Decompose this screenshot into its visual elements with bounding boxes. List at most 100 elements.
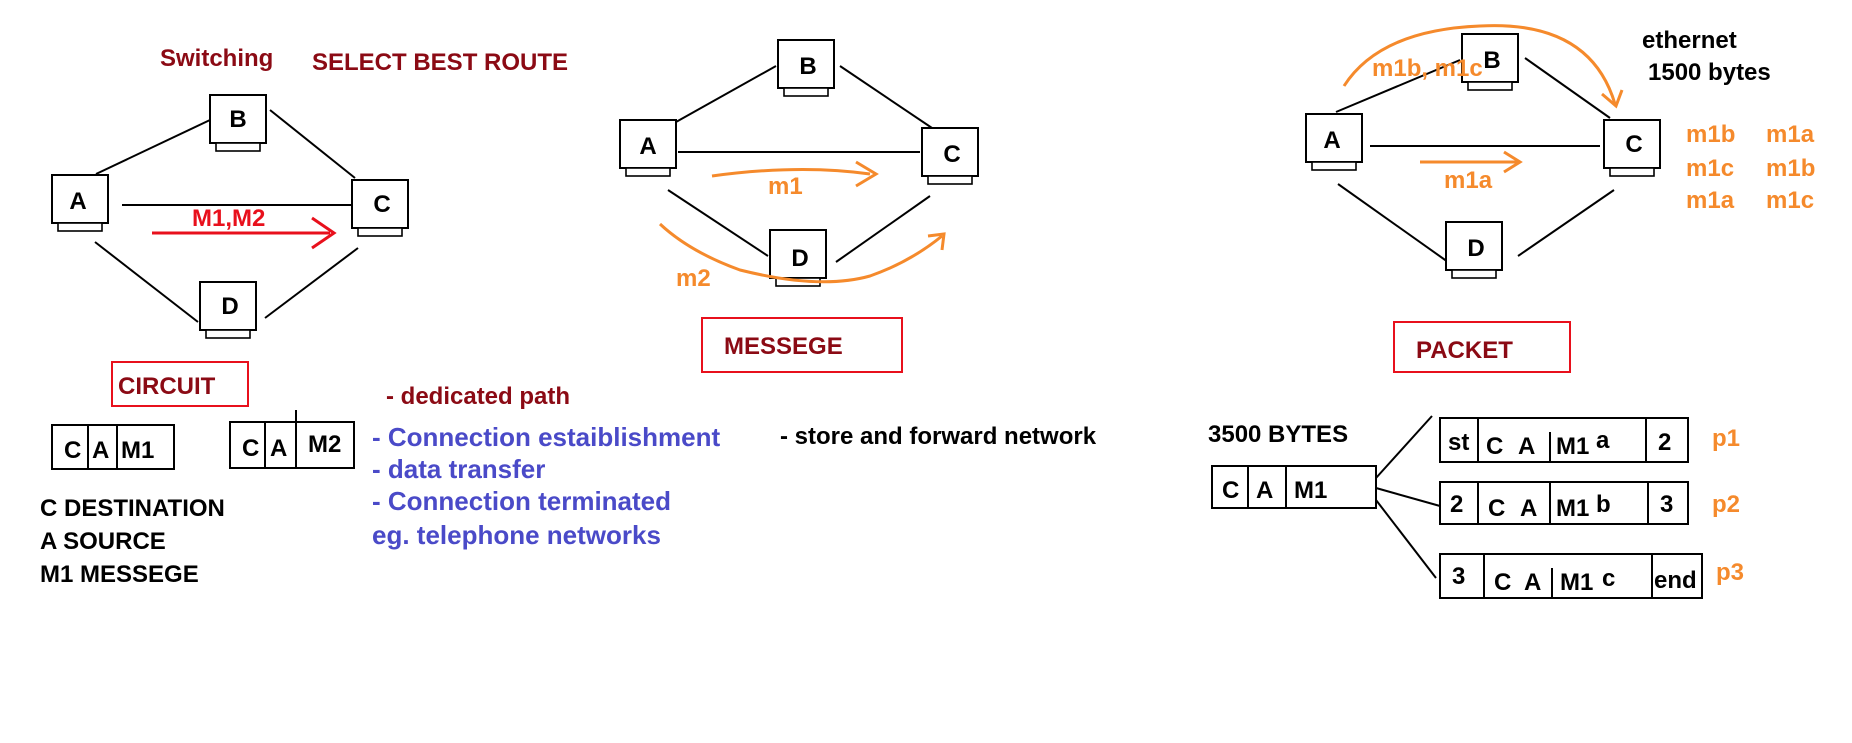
- note-telephone-networks: eg. telephone networks: [372, 520, 661, 550]
- field-c: C: [1486, 433, 1503, 460]
- packet-name: p2: [1712, 491, 1740, 518]
- field-m: M1: [1556, 433, 1589, 460]
- circuit-box: [111, 361, 249, 407]
- circuit-node-b: B: [209, 94, 267, 152]
- circuit-node-d: D: [199, 281, 257, 339]
- circuit-node-c: C: [351, 179, 409, 237]
- message-section: B A C D m1 m2 MESSEGE - store and forwar…: [619, 39, 1097, 450]
- field-c: C: [242, 435, 259, 462]
- node-label: B: [799, 53, 816, 80]
- message-m1-label: m1: [768, 173, 803, 200]
- circuit-box-label: CIRCUIT: [118, 373, 216, 400]
- packet-mid-arrow-label: m1a: [1444, 167, 1493, 194]
- packet-p3: 3 C A M1 c end p3: [1439, 553, 1744, 599]
- message-m2-label: m2: [676, 265, 711, 292]
- packet-head: st: [1448, 429, 1469, 456]
- message-node-a: A: [619, 119, 677, 177]
- packet-tail: 2: [1658, 429, 1671, 456]
- packet-edges: [1335, 57, 1615, 263]
- field-m: M1: [1556, 495, 1589, 522]
- field-c: C: [64, 437, 81, 464]
- field-a: A: [1256, 477, 1273, 504]
- packet-box: [1393, 321, 1571, 373]
- packet-size-label: 3500 BYTES: [1208, 421, 1348, 448]
- field-c: C: [1494, 569, 1511, 596]
- message-box-label: MESSEGE: [724, 333, 843, 360]
- order-cell: m1a: [1766, 121, 1815, 148]
- packet-node-b: B: [1461, 33, 1519, 91]
- circuit-node-a: A: [51, 174, 109, 232]
- ethernet-size-label: 1500 bytes: [1648, 59, 1771, 86]
- field-m: M1: [1560, 569, 1593, 596]
- node-label: C: [943, 141, 960, 168]
- packet-tail: 3: [1660, 491, 1673, 518]
- packet-order-table: m1b m1a m1c m1b m1a m1c: [1686, 121, 1815, 214]
- node-label: A: [639, 133, 656, 160]
- ethernet-label: ethernet: [1642, 27, 1737, 54]
- circuit-edges: [94, 109, 359, 323]
- message-arrow-m2: [658, 222, 946, 284]
- circuit-section: Switching SELECT BEST ROUTE B A C D: [40, 45, 720, 588]
- field-m: M2: [308, 431, 341, 458]
- order-cell: m1b: [1766, 155, 1815, 182]
- node-label: A: [1323, 127, 1340, 154]
- packet-tail: end: [1654, 567, 1697, 594]
- field-c: C: [1222, 477, 1239, 504]
- circuit-message-m2: C A M2: [229, 410, 355, 469]
- note-dedicated-path: - dedicated path: [386, 383, 570, 410]
- packet-head: 2: [1450, 491, 1463, 518]
- field-a: A: [1524, 569, 1541, 596]
- circuit-heading-switching: Switching: [160, 45, 273, 72]
- message-node-c: C: [921, 127, 979, 185]
- legend-destination: C DESTINATION: [40, 495, 225, 522]
- node-label: A: [69, 188, 86, 215]
- order-cell: m1a: [1686, 187, 1735, 214]
- packet-name: p1: [1712, 425, 1740, 452]
- field-c: C: [1488, 495, 1505, 522]
- packet-node-d: D: [1445, 221, 1503, 279]
- circuit-heading-best-route: SELECT BEST ROUTE: [312, 49, 568, 76]
- field-m: M1: [1294, 477, 1327, 504]
- message-box: [701, 317, 903, 373]
- message-edges: [667, 65, 933, 263]
- node-label: B: [229, 106, 246, 133]
- message-arrow-m1: [711, 160, 879, 188]
- order-cell: m1b: [1686, 121, 1735, 148]
- node-label: D: [221, 293, 238, 320]
- legend-message: M1 MESSEGE: [40, 561, 199, 588]
- packet-top-arrow-label: m1b, m1c: [1372, 55, 1483, 82]
- message-note-store-forward: - store and forward network: [780, 423, 1097, 450]
- packet-head: 3: [1452, 563, 1465, 590]
- field-a: A: [1518, 433, 1535, 460]
- order-cell: m1c: [1686, 155, 1734, 182]
- packet-original-message: C A M1: [1211, 465, 1377, 509]
- packet-node-c: C: [1603, 119, 1661, 177]
- node-label: C: [1625, 131, 1642, 158]
- circuit-arrow: [152, 216, 337, 250]
- order-cell: m1c: [1766, 187, 1814, 214]
- field-m: M1: [121, 437, 154, 464]
- circuit-message-m1: C A M1: [51, 424, 175, 470]
- packet-box-label: PACKET: [1416, 337, 1513, 364]
- circuit-arrow-label: M1,M2: [192, 205, 265, 232]
- node-label: B: [1483, 47, 1500, 74]
- packet-node-a: A: [1305, 113, 1363, 171]
- note-connection-terminated: - Connection terminated: [372, 486, 671, 516]
- node-label: C: [373, 191, 390, 218]
- packet-p2: 2 C A M1 b 3 p2: [1439, 481, 1740, 525]
- note-connection-establishment: - Connection estaiblishment: [372, 422, 720, 452]
- packet-split-lines: [1375, 415, 1441, 579]
- note-data-transfer: - data transfer: [372, 454, 545, 484]
- packet-name: p3: [1716, 559, 1744, 586]
- field-a: A: [1520, 495, 1537, 522]
- node-label: D: [791, 245, 808, 272]
- field-suffix: a: [1596, 427, 1610, 454]
- packet-arrow-mid: [1420, 150, 1523, 174]
- legend-source: A SOURCE: [40, 528, 166, 555]
- packet-p1: st C A M1 a 2 p1: [1439, 417, 1740, 463]
- field-suffix: b: [1596, 491, 1611, 518]
- field-a: A: [92, 437, 109, 464]
- message-node-b: B: [777, 39, 835, 97]
- message-node-d: D: [769, 229, 827, 287]
